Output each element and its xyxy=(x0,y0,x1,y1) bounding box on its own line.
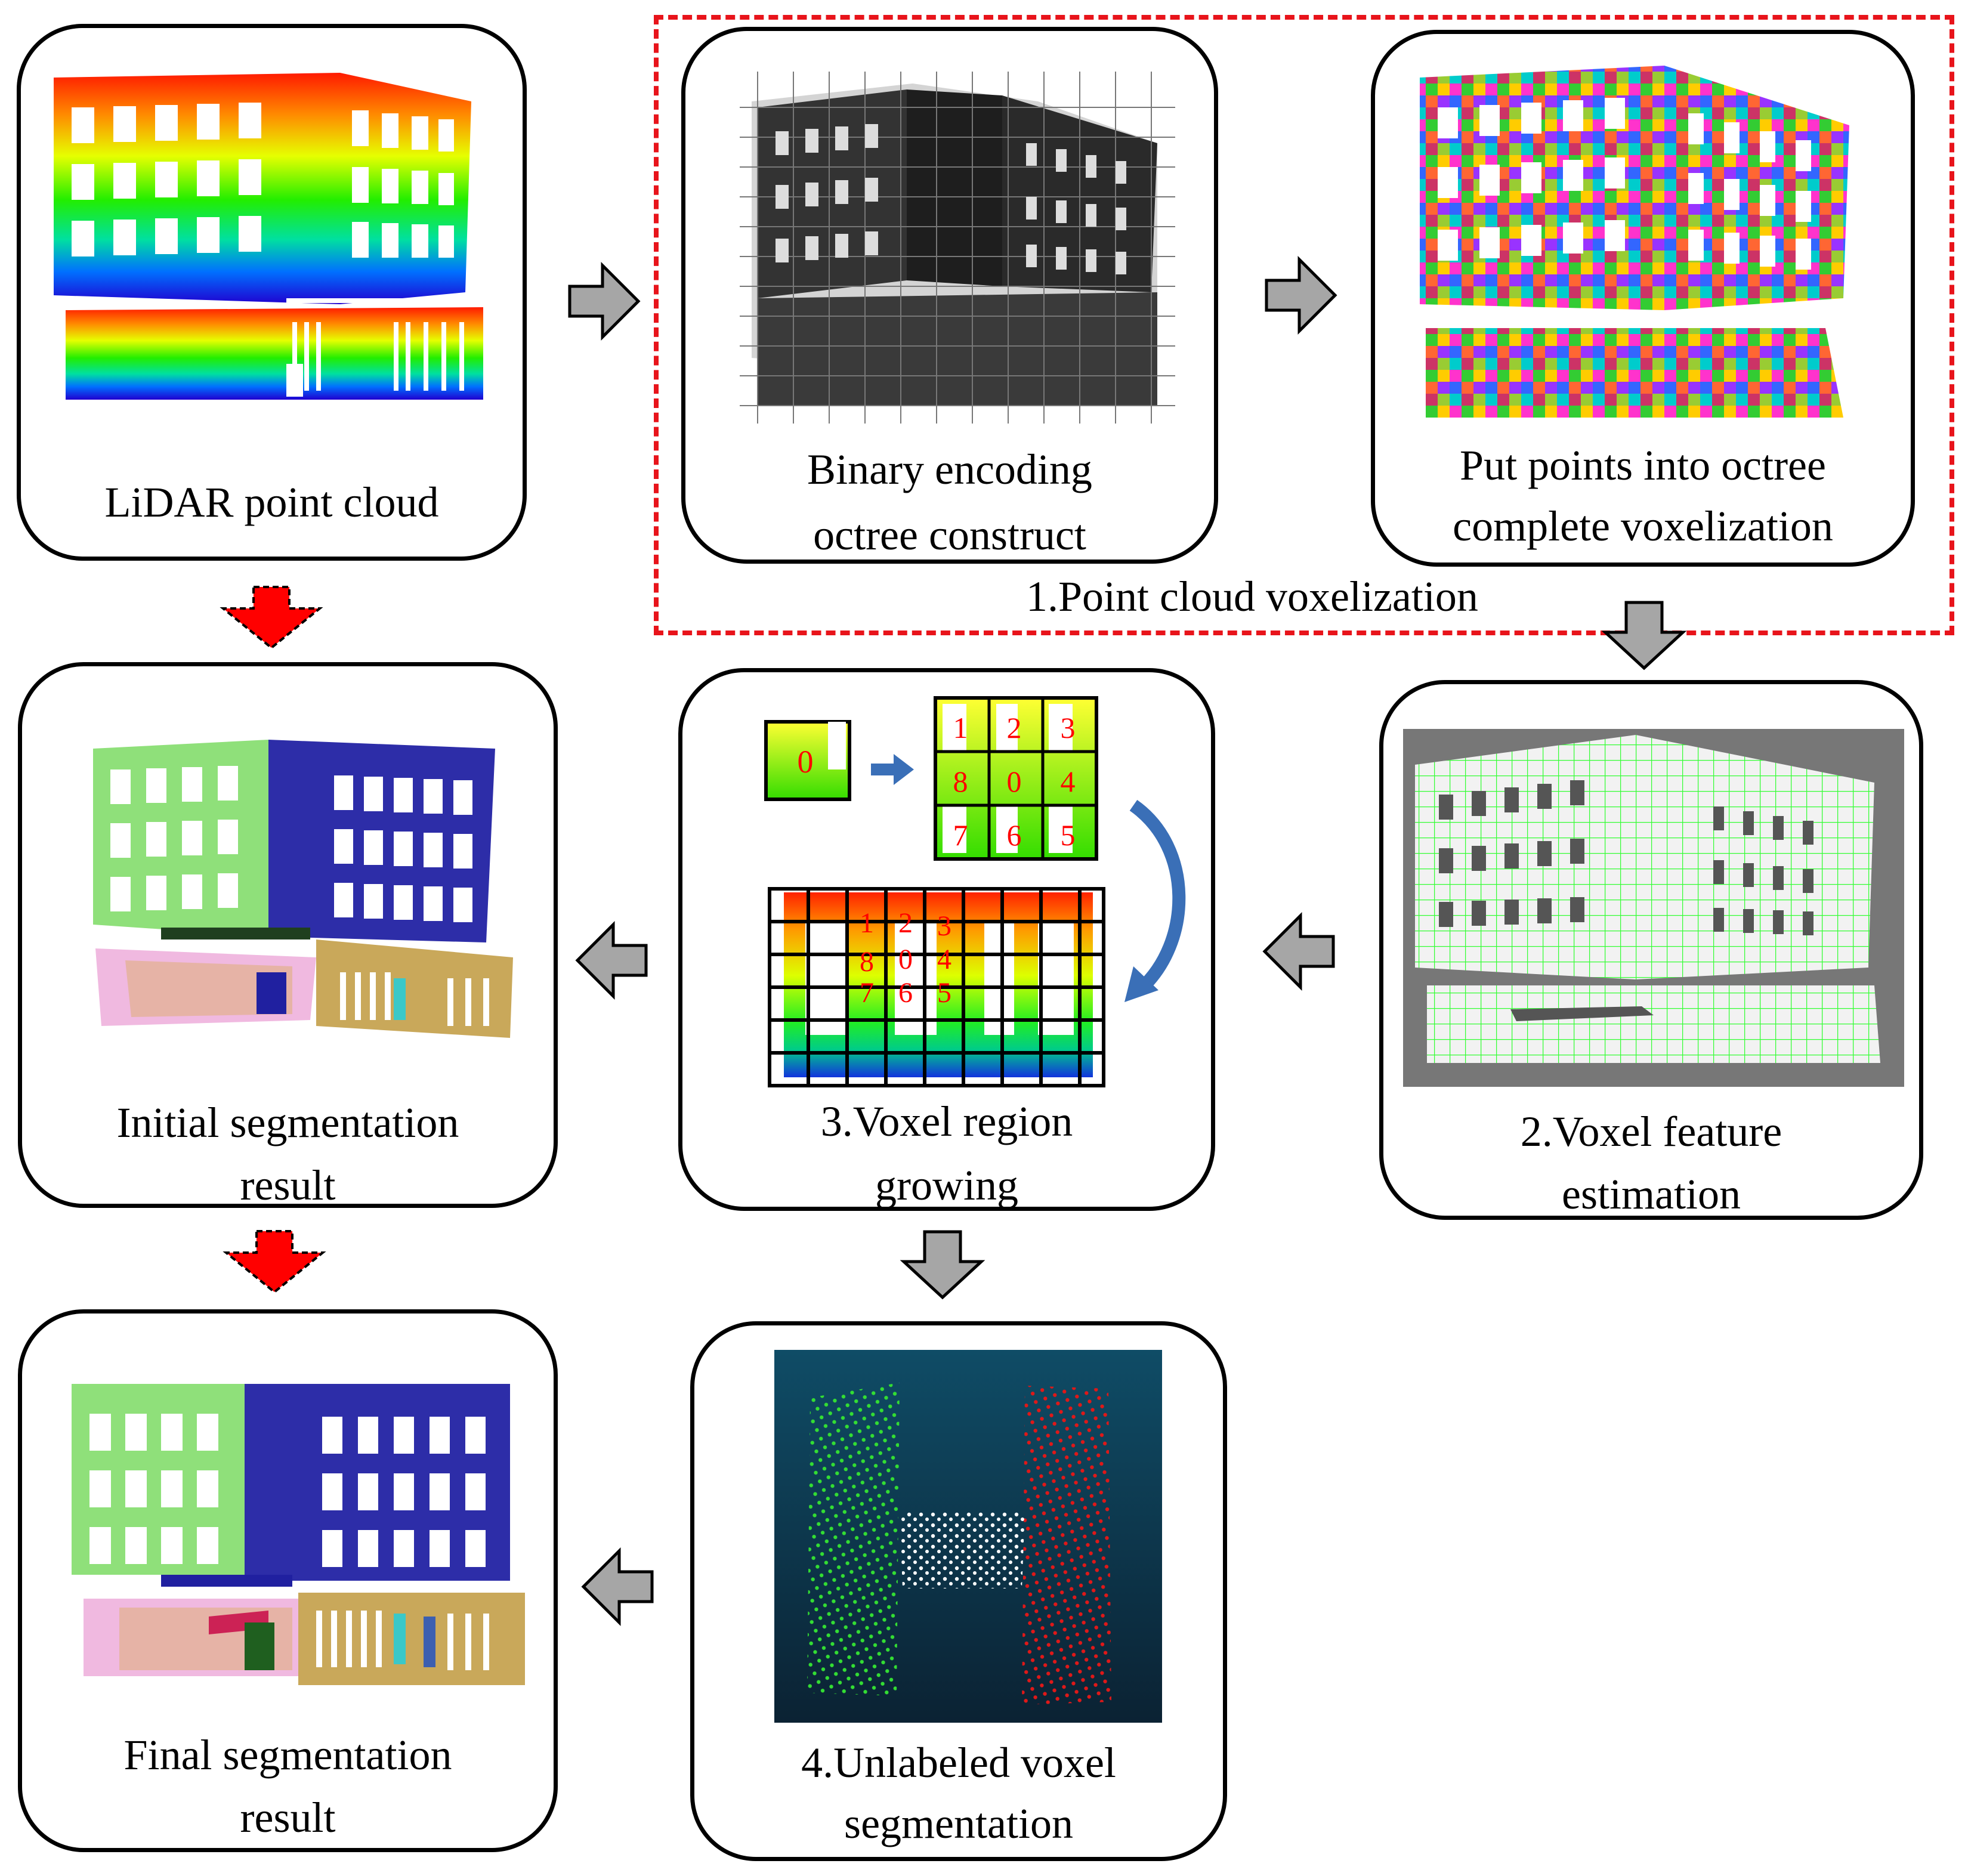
grid-neighbor-label: 7 xyxy=(860,977,874,1009)
arrow-right-icon xyxy=(1265,255,1337,335)
voxel-feature-image xyxy=(1403,729,1904,1087)
grid-neighbor-label: 5 xyxy=(937,977,951,1009)
final-segmentation-caption-line2: result xyxy=(240,1794,336,1841)
lidar-building-image xyxy=(54,73,483,400)
arrow-down-icon xyxy=(1601,601,1687,670)
neighbor-label: 6 xyxy=(1007,818,1022,852)
neighbor-label: 2 xyxy=(1007,711,1022,744)
unlabeled-voxel-image xyxy=(774,1350,1162,1723)
voxelized-building-image xyxy=(1420,66,1849,418)
initial-segmentation-caption-line2: result xyxy=(240,1161,336,1209)
put-points-caption-line1: Put points into octree xyxy=(1460,441,1826,489)
binary-encoding-caption-line2: octree construct xyxy=(813,511,1086,559)
grid-neighbor-label: 2 xyxy=(898,907,913,939)
region-growing-caption-line1: 3.Voxel region xyxy=(820,1098,1073,1145)
grid-neighbor-label: 4 xyxy=(937,944,951,975)
binary-encoding-caption-line1: Binary encoding xyxy=(807,446,1092,493)
voxel-feature-caption-line2: estimation xyxy=(1562,1170,1741,1218)
grid-neighbor-label: 0 xyxy=(898,944,913,975)
red-arrow-down-icon xyxy=(223,1230,326,1294)
neighbor-label: 5 xyxy=(1061,818,1076,852)
arrow-right-icon xyxy=(568,261,641,341)
final-segmentation-caption-line1: Final segmentation xyxy=(123,1731,452,1779)
region-growing-image: 0 1 2 3 8 0 4 7 6 5 xyxy=(764,696,1186,1087)
arrow-left-icon xyxy=(1262,911,1335,991)
curved-arrow-head-icon xyxy=(1124,966,1158,1002)
voxelization-group-label: 1.Point cloud voxelization xyxy=(1026,573,1478,620)
octree-wireframe-image xyxy=(740,72,1175,424)
neighbor-label: 1 xyxy=(953,711,968,744)
arrow-down-icon xyxy=(900,1230,985,1300)
grid-neighbor-label: 1 xyxy=(860,907,874,939)
region-growing-caption-line2: growing xyxy=(875,1161,1018,1209)
lidar-caption: LiDAR point cloud xyxy=(104,478,439,526)
neighbor-label: 4 xyxy=(1061,765,1076,798)
grid-neighbor-label: 6 xyxy=(898,977,913,1009)
arrow-left-icon xyxy=(581,1547,654,1627)
neighbor-label: 0 xyxy=(1007,765,1022,798)
put-points-caption-line2: complete voxelization xyxy=(1453,502,1833,550)
arrow-left-icon xyxy=(575,920,648,1000)
center-voxel-label: 0 xyxy=(798,744,814,780)
final-segmentation-image xyxy=(72,1384,525,1685)
neighbor-label: 8 xyxy=(953,765,968,798)
neighbor-label: 3 xyxy=(1061,711,1076,744)
grid-neighbor-label: 3 xyxy=(937,910,951,942)
neighbor-label: 7 xyxy=(953,818,968,852)
initial-segmentation-caption-line1: Initial segmentation xyxy=(116,1099,459,1146)
voxelization-group-frame xyxy=(654,15,1954,635)
blue-arrow-icon xyxy=(871,754,914,785)
unlabeled-voxel-caption-line2: segmentation xyxy=(844,1800,1073,1847)
grid-neighbor-label: 8 xyxy=(860,946,874,978)
unlabeled-voxel-caption-line1: 4.Unlabeled voxel xyxy=(801,1739,1116,1787)
curved-arrow-icon xyxy=(1129,799,1186,996)
red-arrow-down-icon xyxy=(220,586,323,650)
initial-segmentation-image xyxy=(93,740,513,1038)
voxel-feature-caption-line1: 2.Voxel feature xyxy=(1520,1108,1782,1155)
